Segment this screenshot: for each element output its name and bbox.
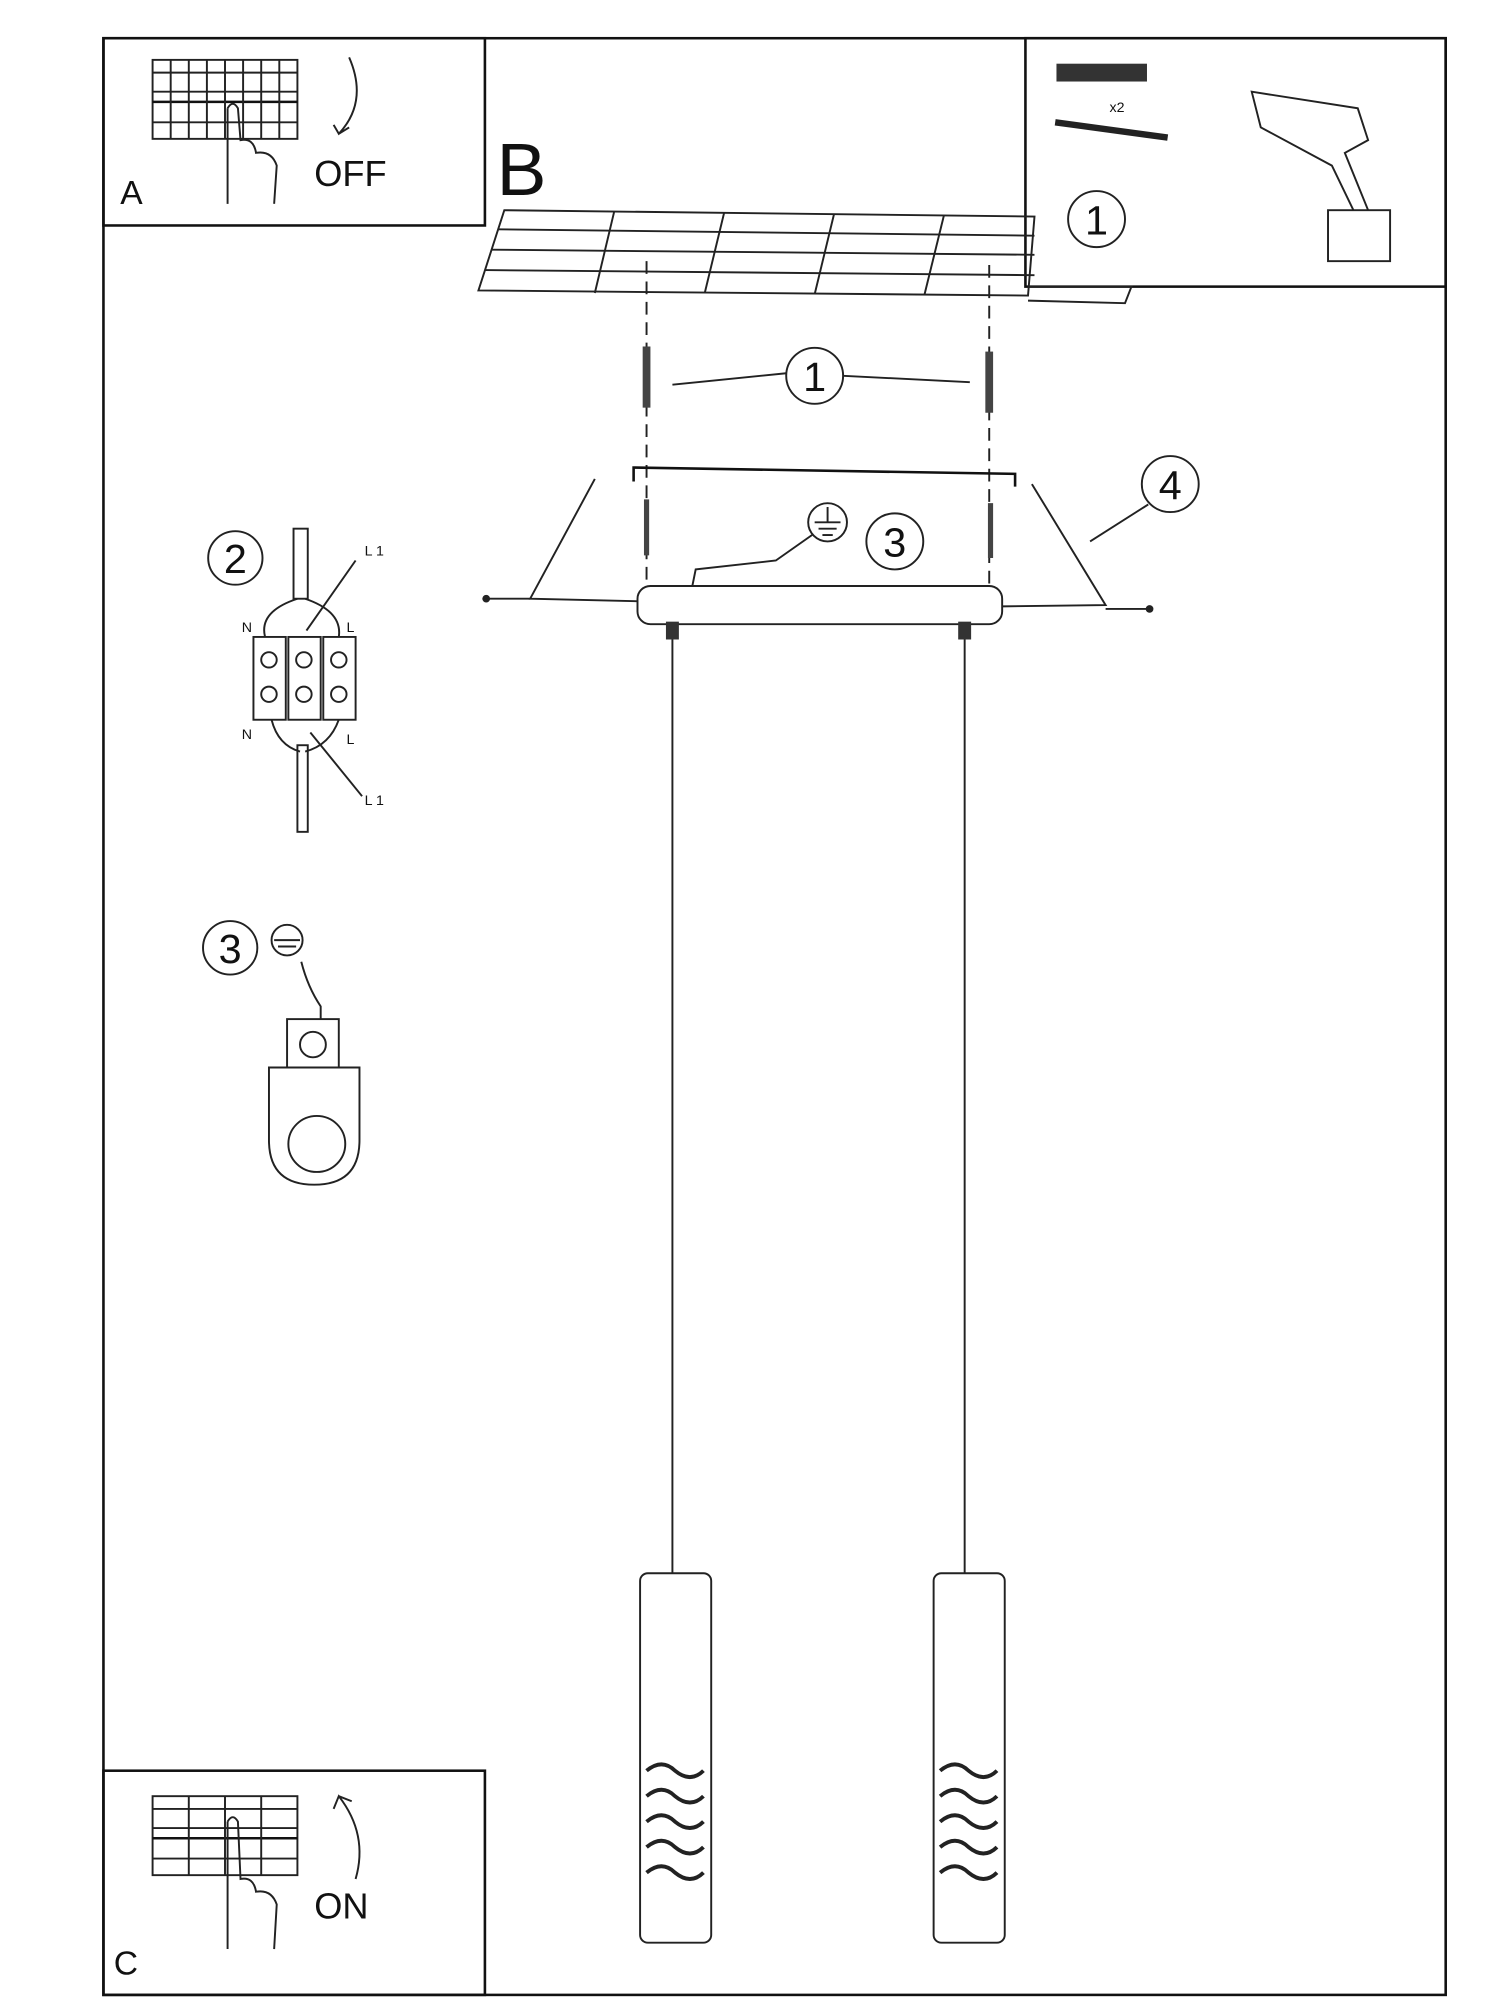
pendant-lamp	[639, 1572, 713, 1944]
wall-plug-icon	[985, 351, 994, 413]
earth-ground-icon	[807, 502, 848, 543]
on-label: ON	[314, 1886, 368, 1927]
hand-icon	[226, 102, 278, 204]
screw-icon	[1054, 119, 1169, 141]
off-label: OFF	[314, 153, 386, 194]
callout-earth: 3	[883, 520, 906, 566]
arrow-up-icon	[332, 1794, 361, 1880]
label-top-l1: L 1	[365, 543, 384, 559]
tools-step-number: 1	[1085, 198, 1108, 244]
callout-earth-detail: 3	[219, 926, 242, 972]
drill-icon	[1250, 90, 1392, 263]
wall-plug-icon	[1056, 63, 1147, 82]
earth-ground-icon	[270, 923, 304, 957]
circuit-breaker-icon	[151, 1795, 299, 1877]
arrow-down-icon	[332, 56, 358, 136]
label-bottom-l: L	[347, 731, 355, 747]
terminal-block-icon: 2 L 1 N L N L L 1	[207, 527, 384, 833]
label-bottom-l1: L 1	[365, 792, 384, 808]
panel-a: A OFF	[102, 36, 487, 227]
earth-clamp-detail: 3	[202, 920, 361, 1186]
panel-a-letter: A	[120, 175, 143, 212]
label-top-l: L	[347, 619, 355, 635]
callout-anchors: 1	[803, 354, 826, 400]
canopy	[636, 585, 1004, 626]
tools-panel: x2 1	[1024, 36, 1447, 288]
ceiling	[477, 209, 1133, 305]
wall-plug-icon	[642, 346, 651, 408]
label-top-n: N	[242, 619, 252, 635]
panel-b-letter: B	[497, 128, 547, 210]
outer-frame	[102, 36, 1447, 1997]
panel-c: C ON	[102, 1769, 487, 1997]
pendant-lamp	[932, 1572, 1006, 1944]
callout-bracket: 4	[1159, 463, 1182, 509]
quantity-label: x2	[1109, 99, 1124, 115]
label-bottom-n: N	[242, 726, 252, 742]
callout-wiring: 2	[224, 537, 247, 583]
circuit-breaker-icon	[151, 58, 299, 140]
hand-icon	[226, 1816, 278, 1950]
panel-c-letter: C	[114, 1946, 138, 1983]
mounting-bracket	[482, 466, 1154, 613]
